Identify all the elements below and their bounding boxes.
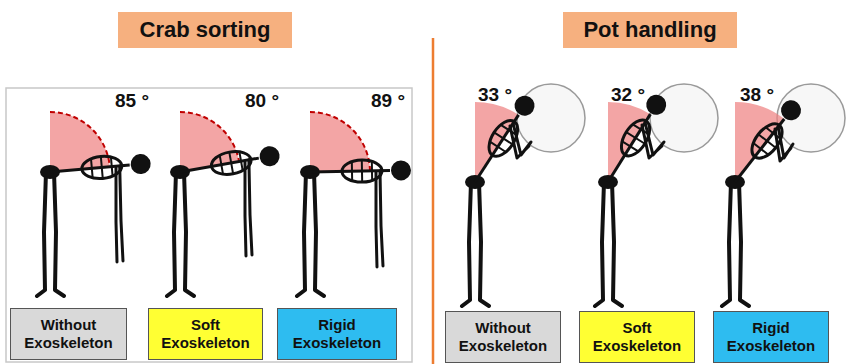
skeleton-legs	[167, 165, 194, 296]
skeleton-legs	[595, 175, 622, 306]
arm-bones	[376, 171, 383, 267]
skeleton-torso	[726, 96, 806, 189]
box-text: Rigid Exoskeleton	[714, 319, 828, 355]
skeleton-figure	[297, 112, 411, 296]
skeleton-legs	[462, 175, 489, 306]
pot-circle	[517, 84, 585, 152]
box-text: Without Exoskeleton	[11, 316, 126, 352]
skeleton-legs	[37, 165, 64, 296]
section-header: Crab sorting	[118, 12, 292, 48]
torso-rotation	[49, 152, 152, 183]
condition-box: Soft Exoskeleton	[579, 311, 695, 363]
condition-box: Without Exoskeleton	[445, 311, 561, 363]
angle-value: 89 °	[371, 90, 405, 112]
skeleton-torso	[310, 159, 411, 183]
torso-rotation	[466, 91, 539, 188]
skeleton-figure	[595, 84, 718, 306]
divider-line	[432, 38, 435, 364]
angle-value: 33 °	[478, 84, 512, 106]
box-text: Soft Exoskeleton	[149, 316, 262, 352]
torso-rotation	[726, 96, 806, 189]
arm-bones	[116, 166, 123, 262]
skeleton-figure	[462, 84, 585, 306]
arm-bones	[642, 123, 664, 158]
skeleton-torso	[599, 91, 671, 188]
skeleton-legs	[722, 175, 749, 306]
arm-bones	[775, 127, 793, 161]
section-header: Pot handling	[563, 12, 737, 48]
angle-value: 38 °	[740, 84, 774, 106]
skeleton-figure	[722, 84, 845, 306]
box-text: Without Exoskeleton	[446, 319, 560, 355]
box-text: Crab sorting	[140, 17, 271, 43]
condition-box: Rigid Exoskeleton	[713, 311, 829, 363]
pot-circle	[650, 84, 718, 152]
torso-rotation	[310, 159, 411, 183]
condition-box: Rigid Exoskeleton	[277, 308, 397, 360]
angle-value: 85 °	[115, 90, 149, 112]
arm-bones	[510, 123, 531, 158]
box-text: Rigid Exoskeleton	[278, 316, 396, 352]
arm-bones	[245, 160, 252, 256]
skeleton-figure	[37, 112, 152, 296]
angle-value: 80 °	[245, 90, 279, 112]
condition-box: Without Exoskeleton	[10, 308, 127, 360]
panel-frame	[6, 88, 412, 362]
skeleton-figure	[167, 112, 281, 296]
skeleton-torso	[178, 144, 281, 183]
skeleton-torso	[466, 91, 539, 188]
skeleton-torso	[49, 152, 152, 183]
box-text: Pot handling	[583, 17, 716, 43]
angle-value: 32 °	[611, 84, 645, 106]
torso-rotation	[178, 144, 281, 183]
condition-box: Soft Exoskeleton	[148, 308, 263, 360]
skeleton-legs	[297, 165, 324, 296]
torso-rotation	[599, 91, 671, 188]
box-text: Soft Exoskeleton	[580, 319, 694, 355]
